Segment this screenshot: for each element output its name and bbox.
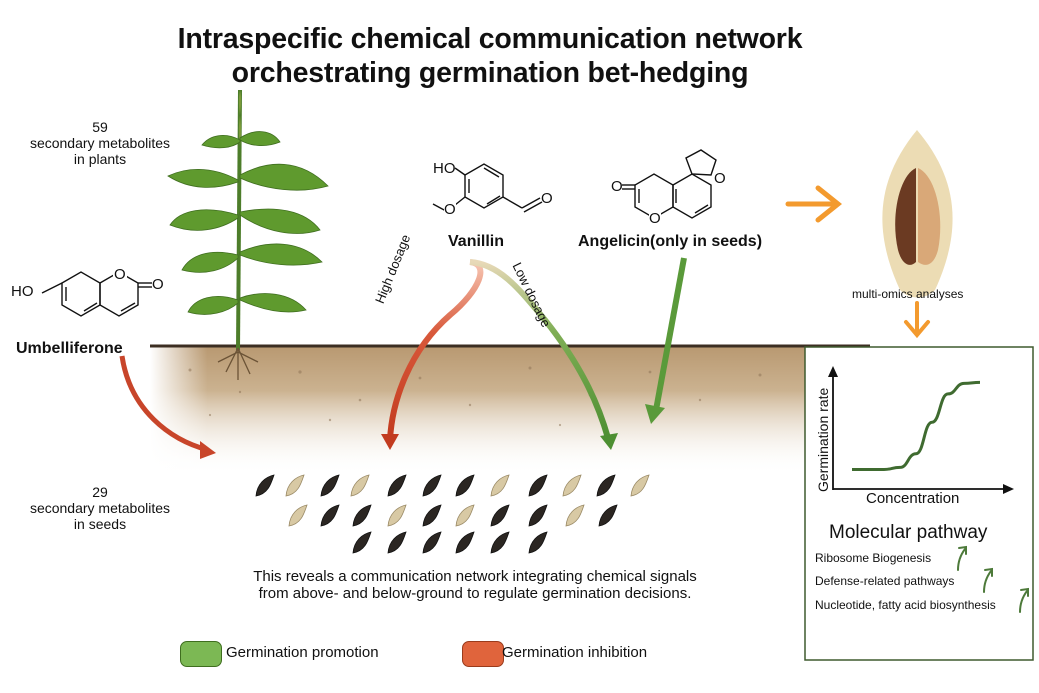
pale-seed: [387, 504, 407, 527]
legend-inhibition-label: Germination inhibition: [502, 644, 648, 661]
dark-seed: [387, 531, 407, 554]
chart-axes: [828, 366, 1014, 494]
vanillin-structure: [432, 163, 543, 213]
seed-metabolites-count: 29: [92, 484, 108, 500]
legend-inhibition-swatch: [462, 641, 504, 667]
dark-seed: [320, 474, 340, 497]
page-title: Intraspecific chemical communication net…: [0, 22, 980, 90]
up-arrow-icon: [1019, 590, 1028, 613]
chart-line-0: [852, 380, 981, 471]
dark-seed: [598, 504, 618, 527]
dark-seed: [528, 504, 548, 527]
up-arrow-icon: [983, 570, 992, 593]
dark-seed: [422, 504, 442, 527]
dark-seed: [490, 531, 510, 554]
chart-xlabel: Concentration: [866, 490, 960, 507]
dark-seed: [528, 531, 548, 554]
angelicin-furan-o: O: [714, 170, 726, 187]
vanillin-methoxy-o: O: [444, 201, 456, 218]
dark-seed: [352, 504, 372, 527]
dark-seed: [528, 474, 548, 497]
angelicin-carbonyl-o: O: [611, 178, 623, 195]
umbelliferone-structure: [41, 271, 152, 317]
title-line-1: Intraspecific chemical communication net…: [177, 23, 803, 55]
angelicin-label: Angelicin(only in seeds): [578, 233, 763, 250]
pale-seed: [350, 474, 370, 497]
pathway-item-ribosome: Ribosome Biogenesis: [815, 551, 932, 565]
caption: This reveals a communication network int…: [253, 568, 697, 602]
pale-seed: [490, 474, 510, 497]
title-line-2: orchestrating germination bet-hedging: [231, 57, 749, 89]
dark-seed: [255, 474, 275, 497]
pale-seed: [630, 474, 650, 497]
seed-field: [255, 474, 650, 554]
vanillin-ho: HO: [433, 160, 456, 177]
plant-illustration: [167, 89, 329, 380]
dark-seed: [352, 531, 372, 554]
to-seed-arrow: [785, 185, 843, 223]
vanillin-aldehyde-o: O: [541, 190, 553, 207]
results-panel: [804, 346, 1034, 661]
pathway-title: Molecular pathway: [829, 522, 988, 543]
pathway-item-nucleotide: Nucleotide, fatty acid biosynthesis: [815, 598, 996, 612]
dark-seed: [455, 474, 475, 497]
vanillin-high-dosage-arrow: [381, 259, 484, 450]
umbelliferone-ho: HO: [11, 283, 34, 300]
chart-ylabel: Germination rate: [815, 387, 831, 492]
dark-seed: [455, 531, 475, 554]
vanillin-low-dosage-arrow: [469, 259, 618, 450]
dark-seed: [422, 474, 442, 497]
umbelliferone-carbonyl-o: O: [152, 276, 164, 293]
seed-cross-section: [882, 130, 953, 298]
dark-seed: [422, 531, 442, 554]
to-results-arrow: [904, 301, 930, 339]
dark-seed: [387, 474, 407, 497]
pale-seed: [455, 504, 475, 527]
umbelliferone-inhibition-arrow: [119, 355, 216, 459]
legend-promotion-swatch: [180, 641, 222, 667]
up-arrow-icon: [957, 548, 966, 571]
dark-seed: [596, 474, 616, 497]
angelicin-promotion-arrow: [645, 257, 687, 424]
pale-seed: [562, 474, 582, 497]
multi-omics-label: multi-omics analyses: [852, 287, 964, 301]
pale-seed: [288, 504, 308, 527]
seed-metabolites-label: 29 secondary metabolites in seeds: [15, 484, 185, 532]
pale-seed: [565, 504, 585, 527]
chart-series: [852, 380, 981, 471]
plant-metabolites-count: 59: [92, 119, 108, 135]
dark-seed: [490, 504, 510, 527]
pathway-item-defense: Defense-related pathways: [815, 574, 955, 588]
umbelliferone-ring-o: O: [113, 266, 127, 283]
legend-promotion-label: Germination promotion: [226, 644, 379, 661]
umbelliferone-label: Umbelliferone: [16, 340, 123, 357]
angelicin-ring-o: O: [649, 210, 661, 227]
plant-metabolites-label: 59 secondary metabolites in plants: [15, 119, 185, 167]
pathway-up-arrows: [957, 545, 1029, 613]
soil: [150, 344, 870, 475]
dark-seed: [320, 504, 340, 527]
angelicin-structure: [622, 149, 717, 219]
pale-seed: [285, 474, 305, 497]
vanillin-label: Vanillin: [448, 233, 505, 250]
